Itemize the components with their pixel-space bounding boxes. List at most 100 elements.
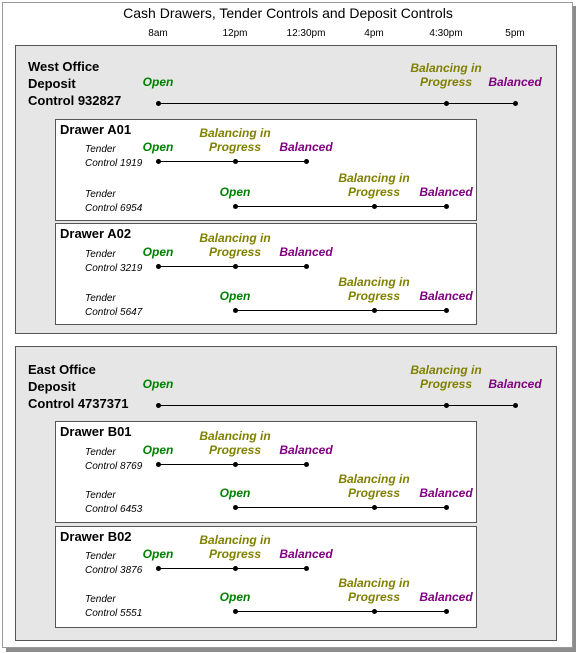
tender-control-timeline-milestone xyxy=(304,159,309,164)
tender-control-label: Tender xyxy=(85,249,116,260)
state-label-balanced: Balanced xyxy=(419,289,473,303)
office-label: Deposit xyxy=(28,76,76,91)
tender-control-label: Tender xyxy=(85,490,116,501)
state-label-in-progress: Balancing in Progress xyxy=(338,576,410,604)
deposit-control-timeline-milestone xyxy=(513,101,518,106)
drawer-label: Drawer B02 xyxy=(60,529,132,544)
drawer-label: Drawer A02 xyxy=(60,226,132,241)
tender-control-timeline-milestone xyxy=(444,308,449,313)
state-label-balanced: Balanced xyxy=(279,443,333,457)
tender-control-label: Control 3876 xyxy=(85,565,143,576)
tender-control-timeline-milestone xyxy=(233,609,238,614)
tender-control-label: Tender xyxy=(85,144,116,155)
tender-control-timeline-milestone xyxy=(233,566,238,571)
state-label-open: Open xyxy=(142,443,174,457)
state-label-balanced: Balanced xyxy=(419,486,473,500)
state-label-open: Open xyxy=(219,185,251,199)
tender-control-timeline-line xyxy=(158,266,306,267)
tender-control-label: Tender xyxy=(85,293,116,304)
office-label: West Office xyxy=(28,59,100,74)
tender-control-timeline-milestone xyxy=(372,204,377,209)
tender-control-timeline-milestone xyxy=(444,609,449,614)
tender-control-label: Control 1919 xyxy=(85,158,143,169)
deposit-control-timeline-milestone xyxy=(156,101,161,106)
tender-control-label: Tender xyxy=(85,594,116,605)
state-label-balanced: Balanced xyxy=(488,377,542,391)
time-label: 4:30pm xyxy=(429,28,463,39)
deposit-control-timeline-milestone xyxy=(444,101,449,106)
office-label: Control 932827 xyxy=(28,93,122,108)
tender-control-timeline-line xyxy=(235,206,446,207)
time-label: 8am xyxy=(148,28,168,39)
time-label: 12:30pm xyxy=(286,28,326,39)
drawer-label: Drawer B01 xyxy=(60,424,132,439)
state-label-open: Open xyxy=(142,377,174,391)
tender-control-timeline-milestone xyxy=(156,462,161,467)
tender-control-timeline-milestone xyxy=(304,462,309,467)
tender-control-label: Control 5647 xyxy=(85,307,143,318)
drawer-panel xyxy=(55,421,477,523)
drawer-panel xyxy=(55,119,477,221)
tender-control-label: Control 5551 xyxy=(85,608,143,619)
tender-control-timeline-milestone xyxy=(372,308,377,313)
drawer-panel xyxy=(55,223,477,325)
state-label-in-progress: Balancing in Progress xyxy=(199,231,271,259)
state-label-in-progress: Balancing in Progress xyxy=(199,533,271,561)
diagram-title: Cash Drawers, Tender Controls and Deposi… xyxy=(123,5,453,21)
state-label-balanced: Balanced xyxy=(279,547,333,561)
tender-control-timeline-line xyxy=(158,161,306,162)
tender-control-timeline-milestone xyxy=(304,566,309,571)
state-label-balanced: Balanced xyxy=(279,140,333,154)
tender-control-timeline-milestone xyxy=(444,505,449,510)
tender-control-timeline-milestone xyxy=(233,308,238,313)
tender-control-timeline-milestone xyxy=(372,505,377,510)
tender-control-timeline-line xyxy=(235,611,446,612)
tender-control-label: Tender xyxy=(85,551,116,562)
state-label-open: Open xyxy=(219,486,251,500)
state-label-in-progress: Balancing in Progress xyxy=(338,275,410,303)
deposit-control-timeline-milestone xyxy=(513,403,518,408)
deposit-control-timeline-line xyxy=(158,103,515,104)
tender-control-label: Control 6954 xyxy=(85,203,143,214)
state-label-open: Open xyxy=(142,140,174,154)
tender-control-label: Tender xyxy=(85,189,116,200)
state-label-in-progress: Balancing in Progress xyxy=(410,363,482,391)
tender-control-timeline-milestone xyxy=(156,566,161,571)
state-label-balanced: Balanced xyxy=(419,590,473,604)
tender-control-timeline-milestone xyxy=(233,204,238,209)
tender-control-timeline-milestone xyxy=(156,264,161,269)
deposit-control-timeline-milestone xyxy=(156,403,161,408)
tender-control-timeline-milestone xyxy=(156,159,161,164)
drawer-label: Drawer A01 xyxy=(60,122,132,137)
tender-control-timeline-milestone xyxy=(233,264,238,269)
state-label-open: Open xyxy=(142,547,174,561)
tender-control-label: Control 3219 xyxy=(85,263,143,274)
tender-control-timeline-line xyxy=(235,310,446,311)
state-label-open: Open xyxy=(142,245,174,259)
tender-control-label: Control 6453 xyxy=(85,504,143,515)
deposit-control-timeline-milestone xyxy=(444,403,449,408)
state-label-balanced: Balanced xyxy=(488,75,542,89)
tender-control-timeline-milestone xyxy=(233,159,238,164)
state-label-balanced: Balanced xyxy=(279,245,333,259)
office-label: Control 4737371 xyxy=(28,396,129,411)
tender-control-timeline-line xyxy=(158,464,306,465)
state-label-open: Open xyxy=(219,590,251,604)
tender-control-timeline-milestone xyxy=(233,462,238,467)
office-label: East Office xyxy=(28,362,96,377)
state-label-in-progress: Balancing in Progress xyxy=(199,429,271,457)
state-label-in-progress: Balancing in Progress xyxy=(338,472,410,500)
state-label-open: Open xyxy=(142,75,174,89)
state-label-in-progress: Balancing in Progress xyxy=(410,61,482,89)
state-label-in-progress: Balancing in Progress xyxy=(338,171,410,199)
tender-control-timeline-milestone xyxy=(233,505,238,510)
tender-control-timeline-milestone xyxy=(372,609,377,614)
tender-control-label: Control 8769 xyxy=(85,461,143,472)
time-label: 4pm xyxy=(364,28,384,39)
state-label-open: Open xyxy=(219,289,251,303)
state-label-in-progress: Balancing in Progress xyxy=(199,126,271,154)
tender-control-label: Tender xyxy=(85,447,116,458)
tender-control-timeline-line xyxy=(235,507,446,508)
tender-control-timeline-line xyxy=(158,568,306,569)
time-label: 12pm xyxy=(222,28,248,39)
